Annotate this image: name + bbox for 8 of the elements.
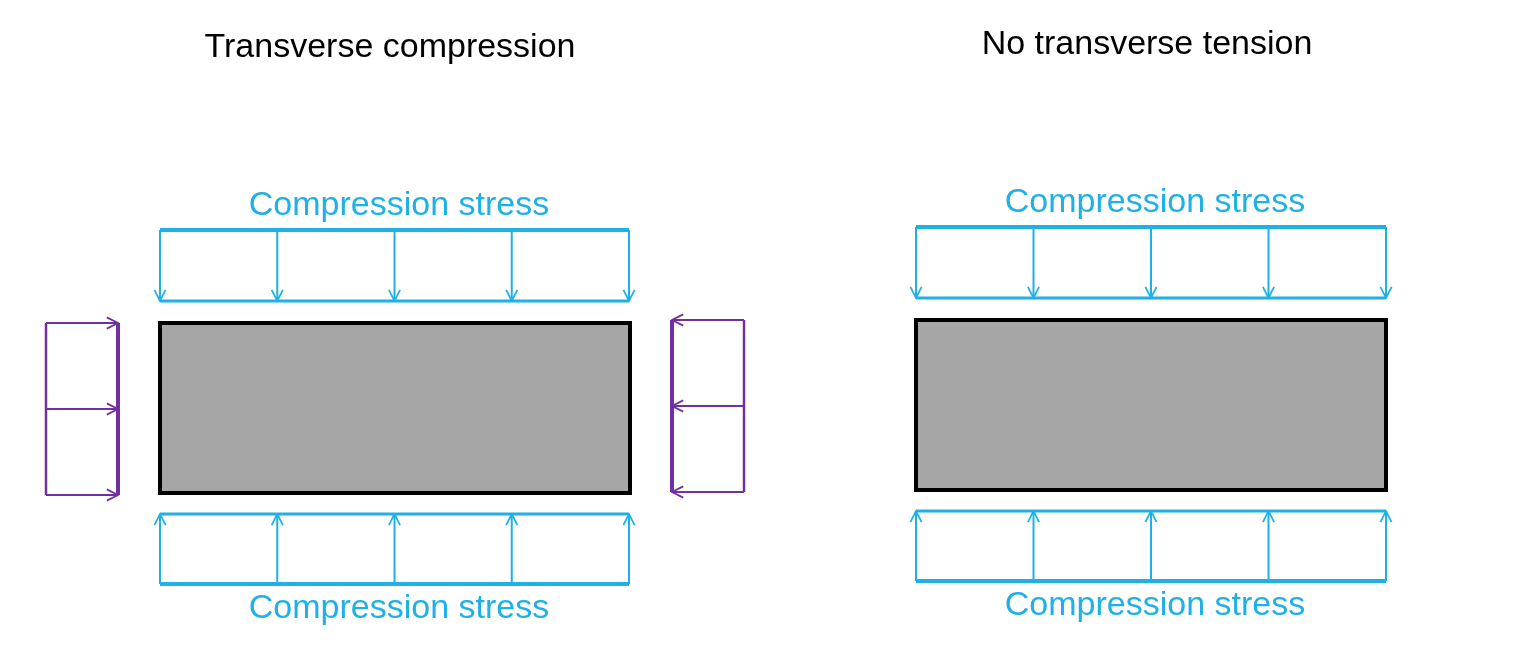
panel-title: No transverse tension <box>981 22 1313 62</box>
panel-title: Transverse compression <box>204 25 576 65</box>
specimen-block <box>158 321 632 495</box>
specimen-block <box>914 318 1388 492</box>
load-label: Compression stress <box>1004 180 1306 220</box>
load-label: Compression stress <box>1004 583 1306 623</box>
load-label: Compression stress <box>248 183 550 223</box>
load-label: Compression stress <box>248 586 550 626</box>
